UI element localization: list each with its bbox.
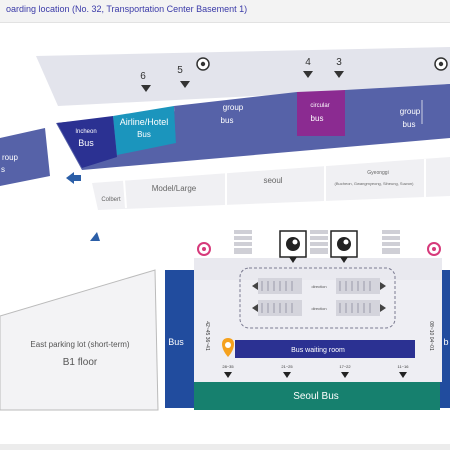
- station-right-numbers: 08~10 04~01: [428, 321, 434, 351]
- zone-incheon[interactable]: [57, 116, 117, 168]
- lower-row-gyeonggi-2: (Bucheon, Gwangmyeong, Siheung, Suwon): [335, 181, 415, 186]
- elevator-callout-2[interactable]: [330, 230, 358, 263]
- lower-row-seoul: seoul: [263, 176, 282, 185]
- zone-airline-hotel[interactable]: [113, 106, 176, 155]
- zone-group-1[interactable]: [174, 92, 297, 143]
- gate-label-5: 5: [177, 65, 183, 76]
- zone-left-group[interactable]: [0, 128, 50, 186]
- lower-row-gyeonggi-1: Gyeonggi: [367, 170, 388, 176]
- platform-label-3: 17~22: [339, 364, 351, 369]
- parking-label-1: East parking lot (short-term): [30, 340, 129, 349]
- lower-row-model-large: Model/Large: [152, 184, 197, 193]
- gate-label-3: 3: [336, 57, 342, 68]
- zone-circular[interactable]: [297, 90, 345, 136]
- station-left-block[interactable]: [165, 270, 196, 408]
- station-left-bus-label: Bus: [168, 337, 184, 347]
- station-right-bus-label: b: [443, 337, 448, 347]
- platform-label-4: 11~16: [398, 364, 410, 369]
- platform-label-2: 21~25: [281, 364, 293, 369]
- lower-lane: [92, 157, 450, 210]
- escalator-area: [239, 267, 396, 329]
- zone-group-2-label-2: bus: [403, 120, 416, 129]
- station-left-numbers: 42~45 36~41: [204, 321, 210, 351]
- gate-marker-6: [141, 85, 151, 92]
- zone-group-2-label-1: group: [400, 107, 421, 116]
- zone-left-group-label-1: roup: [2, 153, 19, 162]
- page-header: oarding location (No. 32, Transportation…: [0, 0, 450, 23]
- platform-label-1: 28~35: [222, 364, 234, 369]
- direction-label-lower: direction: [311, 306, 326, 311]
- scrollbar[interactable]: [0, 444, 450, 450]
- gate-marker-5: [180, 81, 190, 88]
- crosswalks: [234, 230, 400, 254]
- parking-label-2: B1 floor: [63, 357, 98, 368]
- zone-circular-label-2: bus: [311, 114, 324, 123]
- gate-marker-4: [303, 71, 313, 78]
- waiting-room-label: Bus waiting room: [291, 347, 345, 354]
- gate-marker-3: [334, 71, 344, 78]
- gate-label-6: 6: [140, 71, 146, 82]
- elevator-callout-1[interactable]: [279, 230, 307, 263]
- zone-group-1-label-1: group: [223, 103, 244, 112]
- zone-incheon-label-2: Bus: [78, 138, 94, 148]
- road-arrow-left: [66, 172, 74, 184]
- direction-label-upper: direction: [311, 284, 326, 289]
- current-location-pin-icon: [222, 338, 234, 357]
- zone-airline-label-1: Airline/Hotel: [120, 117, 169, 127]
- seoul-bus-label: Seoul Bus: [293, 391, 339, 402]
- zone-group-1-label-2: bus: [221, 116, 234, 125]
- zone-airline-label-2: Bus: [137, 130, 151, 139]
- station-right-block[interactable]: [440, 270, 450, 408]
- zone-group-2[interactable]: [345, 84, 450, 138]
- gate-label-4: 4: [305, 57, 311, 68]
- lower-row-colbert: Colbert: [101, 197, 121, 203]
- zone-circular-label-1: circular: [310, 103, 329, 109]
- page-title: oarding location (No. 32, Transportation…: [6, 4, 248, 14]
- seoul-bus-strip[interactable]: [194, 382, 440, 410]
- parking-lot: [0, 269, 159, 411]
- road-arrow-down-left: [90, 232, 100, 241]
- zone-left-group-label-2: s: [1, 165, 5, 174]
- waiting-room-bar[interactable]: [235, 340, 415, 358]
- zone-incheon-label-1: Incheon: [75, 129, 96, 135]
